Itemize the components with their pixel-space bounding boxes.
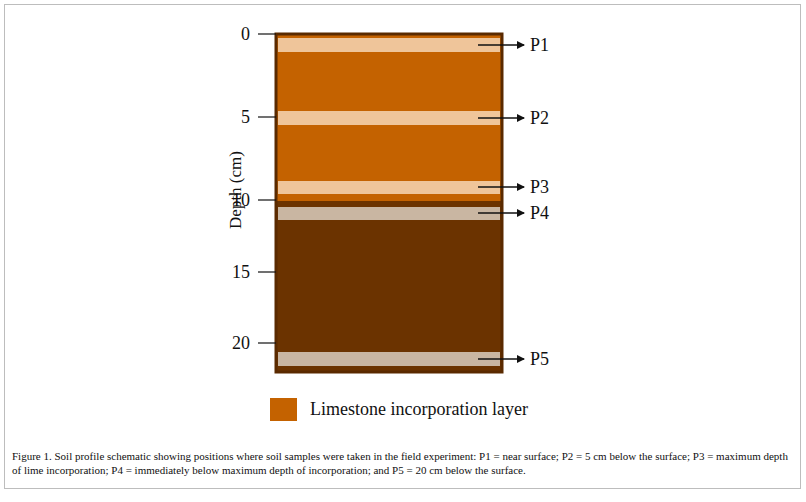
sample-label: P1 xyxy=(530,35,549,56)
tick-label: 0 xyxy=(241,24,250,45)
sample-band xyxy=(278,38,500,52)
figure-caption: Figure 1. Soil profile schematic showing… xyxy=(12,449,792,477)
axis-title: Depth (cm) xyxy=(226,151,246,229)
limestone-layer xyxy=(276,34,502,201)
tick-label: 5 xyxy=(241,107,250,128)
sample-band xyxy=(278,207,500,220)
sample-band xyxy=(278,352,500,366)
subsoil-layer xyxy=(276,201,502,372)
sample-label: P4 xyxy=(530,203,549,224)
sample-label: P5 xyxy=(530,349,549,370)
figure-frame xyxy=(5,5,801,489)
sample-label: P2 xyxy=(530,108,549,129)
sample-arrows xyxy=(478,45,524,359)
sample-band xyxy=(278,181,500,194)
profile-outline xyxy=(276,34,502,372)
axis-ticks xyxy=(258,34,276,343)
legend-swatch xyxy=(270,398,297,421)
sample-label: P3 xyxy=(530,177,549,198)
tick-label: 20 xyxy=(232,333,250,354)
legend-text: Limestone incorporation layer xyxy=(310,399,528,420)
sample-band xyxy=(278,111,500,125)
tick-label: 15 xyxy=(232,262,250,283)
